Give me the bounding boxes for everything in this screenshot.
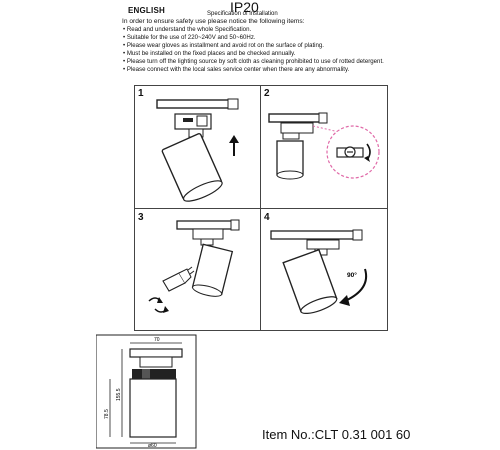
rotate-arrow-icon bbox=[339, 268, 367, 306]
adapter-block bbox=[132, 369, 176, 379]
spec-title: Specification of installation bbox=[207, 11, 278, 17]
diameter-dimension: ø60 bbox=[148, 443, 157, 449]
track-end-cap bbox=[227, 98, 239, 110]
rotation-angle-label: 90° bbox=[347, 271, 357, 279]
step3-illustration bbox=[148, 219, 240, 313]
item-number: Item No.:CLT 0.31 001 60 bbox=[262, 427, 411, 442]
track-adapter bbox=[139, 356, 173, 368]
safety-list: Read and understand the whole Specificat… bbox=[123, 26, 384, 73]
track-rail bbox=[156, 99, 234, 109]
safety-item: Read and understand the whole Specificat… bbox=[123, 26, 384, 34]
track-adapter bbox=[306, 239, 340, 250]
rotate-arrow-icon bbox=[154, 306, 169, 313]
safety-item: Please connect with the local sales serv… bbox=[123, 66, 384, 74]
width-dimension: 70 bbox=[154, 337, 160, 343]
intro-text: In order to ensure safety use please not… bbox=[122, 18, 305, 25]
zoom-guide bbox=[312, 125, 340, 133]
track-adapter bbox=[174, 113, 212, 130]
arrow-up-icon bbox=[229, 135, 239, 156]
track-end-cap bbox=[318, 112, 328, 124]
joint bbox=[282, 132, 300, 140]
adapter-knob bbox=[142, 369, 150, 379]
rotate-arrow-icon bbox=[148, 297, 163, 303]
safety-item: Please turn off the lighting source by s… bbox=[123, 58, 384, 66]
total-height-dimension: 155.5 bbox=[116, 388, 122, 401]
spotlight-body bbox=[191, 243, 234, 297]
rotate-arrow-icon bbox=[364, 143, 371, 162]
spotlight-body bbox=[161, 133, 223, 202]
track-rail bbox=[270, 230, 356, 240]
track-end-cap bbox=[230, 219, 240, 231]
step4-illustration: 90° bbox=[270, 229, 367, 314]
language-label: ENGLISH bbox=[128, 6, 165, 15]
panel-number: 1 bbox=[138, 88, 144, 99]
safety-item: Suitable for the use of 220~240V and 50~… bbox=[123, 34, 384, 42]
body-height-dimension: 78.5 bbox=[104, 409, 110, 419]
bulb-icon bbox=[162, 266, 195, 292]
safety-item: Must be installed on the fixed places an… bbox=[123, 50, 384, 58]
track-adapter bbox=[192, 228, 224, 240]
panel-number: 4 bbox=[264, 212, 270, 223]
spotlight-body bbox=[276, 140, 304, 180]
track-rail bbox=[268, 113, 326, 123]
step1-illustration bbox=[156, 98, 239, 202]
ip-rating: IP20 bbox=[230, 0, 259, 15]
grid-divider-horizontal bbox=[134, 208, 388, 209]
spotlight-body bbox=[129, 378, 177, 438]
dimension-drawing: 70 155.5 78.5 ø60 bbox=[96, 334, 197, 449]
track-end-cap bbox=[352, 229, 363, 241]
spotlight-body bbox=[282, 248, 338, 314]
track-adapter bbox=[280, 122, 314, 134]
track-rail bbox=[129, 348, 183, 358]
step2-illustration bbox=[268, 112, 380, 180]
track-rail bbox=[176, 220, 234, 230]
safety-item: Please wear gloves as installment and av… bbox=[123, 42, 384, 50]
adapter-knob-detail bbox=[336, 146, 364, 158]
panel-number: 3 bbox=[138, 212, 144, 223]
panel-number: 2 bbox=[264, 88, 270, 99]
